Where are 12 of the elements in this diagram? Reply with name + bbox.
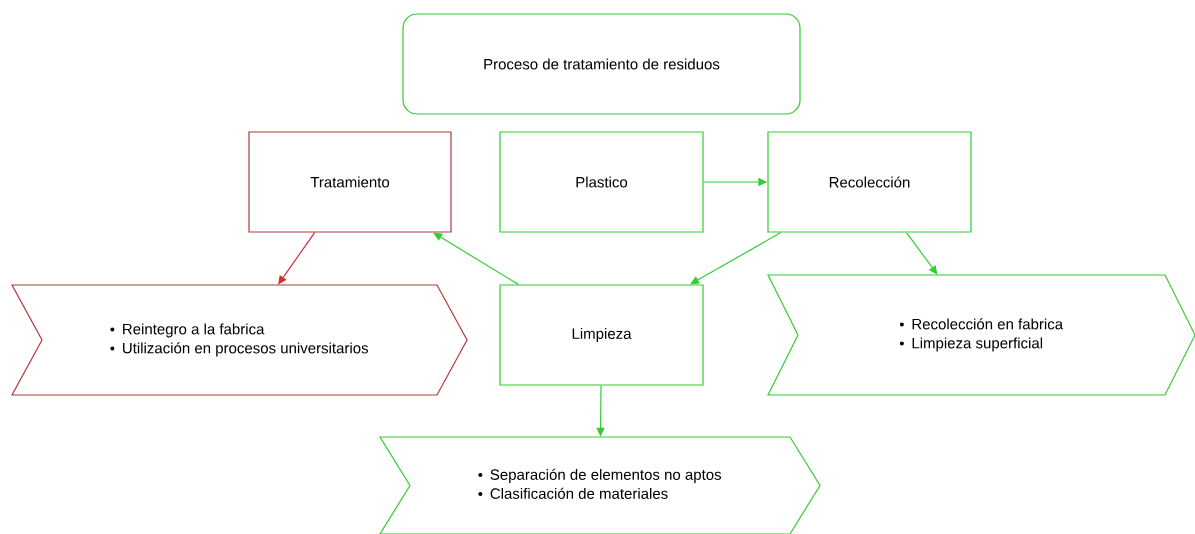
chevron-box: Reintegro a la fabrica Utilización en procesos universitarios [11, 284, 468, 396]
process-box: Plastico [499, 131, 704, 233]
title-box: Proceso de tratamiento de residuos [402, 13, 801, 115]
process-box: Recolección [767, 131, 972, 233]
chevron-box: Recolección en fabrica Limpieza superficial [767, 274, 1195, 396]
process-box: Tratamiento [248, 131, 452, 233]
arrow [690, 232, 782, 285]
process-box: Limpieza [499, 284, 704, 386]
arrow [433, 232, 519, 285]
arrow [905, 232, 938, 275]
arrow [278, 232, 316, 285]
chevron-box: Separación de elementos no aptos Clasificación de materiales [378, 436, 821, 534]
